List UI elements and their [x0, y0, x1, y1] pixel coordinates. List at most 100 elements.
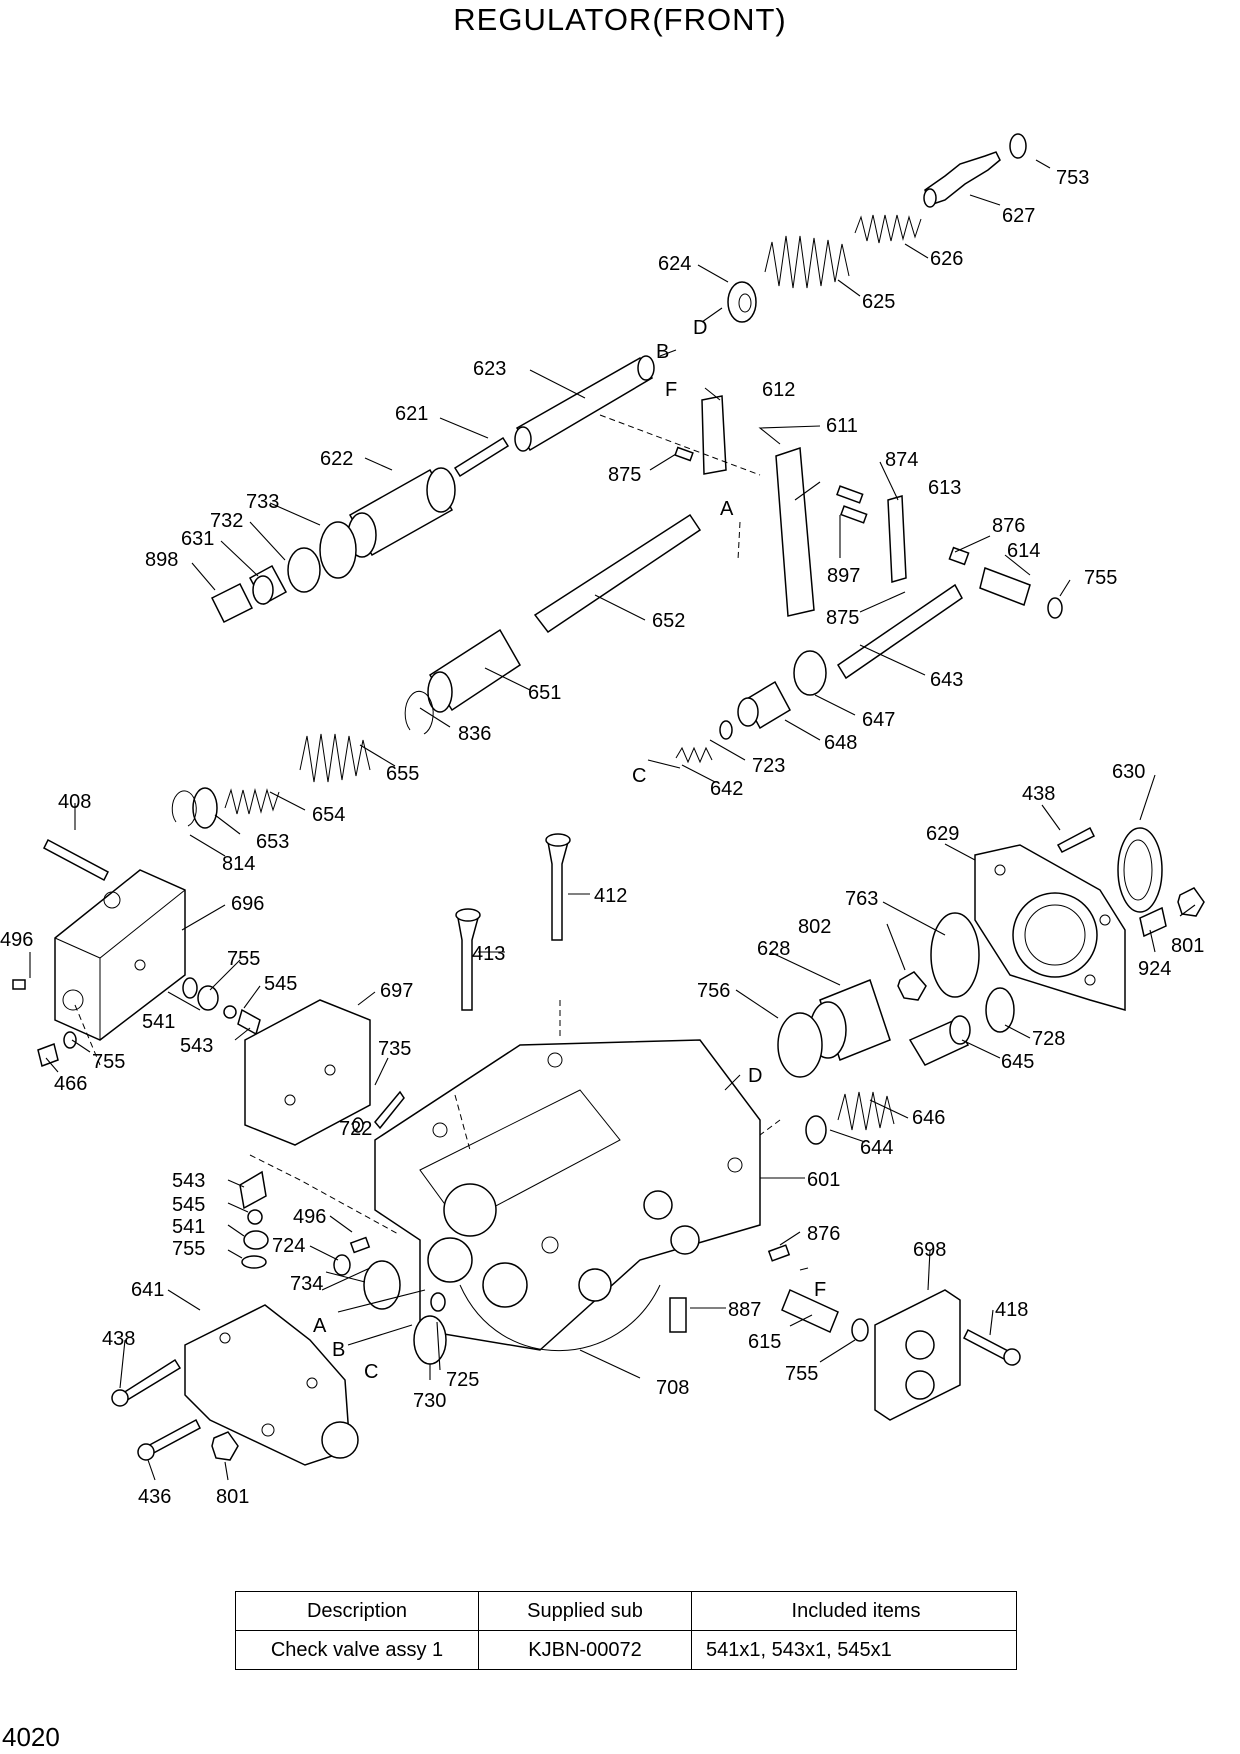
callout-label: 728 [1032, 1028, 1065, 1050]
callout-label: 615 [748, 1331, 781, 1353]
callout-label: 543 [180, 1035, 213, 1057]
table-cell-supplied-sub: KJBN-00072 [478, 1630, 692, 1670]
callout-label: 629 [926, 823, 959, 845]
callout-label: 802 [798, 916, 831, 938]
diagram-title: REGULATOR(FRONT) [453, 2, 787, 37]
callout-label: 648 [824, 732, 857, 754]
callout-label: 496 [0, 929, 33, 951]
callout-label: 801 [1171, 935, 1204, 957]
callout-label: 723 [752, 755, 785, 777]
callout-label: 755 [785, 1363, 818, 1385]
callout-label: 644 [860, 1137, 893, 1159]
callout-label: 611 [826, 415, 858, 437]
callout-label: 646 [912, 1107, 945, 1129]
callout-label: 898 [145, 549, 178, 571]
callout-label: 438 [102, 1328, 135, 1350]
part-drawings [12, 133, 1205, 1466]
callout-label: 897 [827, 565, 860, 587]
callout-label: 541 [142, 1011, 175, 1033]
callout-label: F [814, 1279, 826, 1301]
callout-label: 625 [862, 291, 895, 313]
callout-label: 413 [472, 943, 505, 965]
callout-label: 924 [1138, 958, 1171, 980]
callout-label: 875 [826, 607, 859, 629]
callout-label: 642 [710, 778, 743, 800]
callout-label: 543 [172, 1170, 205, 1192]
callout-label: 763 [845, 888, 878, 910]
callout-label: 734 [290, 1273, 323, 1295]
column-header: Included items [691, 1591, 1017, 1631]
callout-label: 708 [656, 1377, 689, 1399]
callout-label: D [748, 1065, 762, 1087]
table-cell-included-items: 541x1, 543x1, 545x1 [691, 1630, 1017, 1670]
callout-label: 541 [172, 1216, 205, 1238]
callout-label: 643 [930, 669, 963, 691]
callout-label: 655 [386, 763, 419, 785]
callout-label: 887 [728, 1299, 761, 1321]
callout-label: 756 [697, 980, 730, 1002]
callout-label: 545 [264, 973, 297, 995]
callout-label: 651 [528, 682, 561, 704]
callout-label: 631 [181, 528, 214, 550]
callout-label: 496 [293, 1206, 326, 1228]
callout-label: 725 [446, 1369, 479, 1391]
callout-label: 630 [1112, 761, 1145, 783]
callout-label: 836 [458, 723, 491, 745]
callout-label: 466 [54, 1073, 87, 1095]
table-header-row: Description Supplied sub Included items [235, 1591, 1017, 1631]
callout-label: 408 [58, 791, 91, 813]
callout-label: 623 [473, 358, 506, 380]
callout-label: C [632, 765, 646, 787]
callout-label: 755 [92, 1051, 125, 1073]
callout-label: F [665, 379, 677, 401]
callout-label: 696 [231, 893, 264, 915]
check-valve-supply-table: Description Supplied sub Included items … [235, 1591, 1017, 1670]
callout-label: 753 [1056, 167, 1089, 189]
callout-label: 724 [272, 1235, 305, 1257]
callout-label: 436 [138, 1486, 171, 1508]
callout-label: 622 [320, 448, 353, 470]
callout-label: 722 [339, 1118, 372, 1140]
column-header: Description [235, 1591, 479, 1631]
callout-label: 645 [1001, 1051, 1034, 1073]
callout-label: 735 [378, 1038, 411, 1060]
callout-label: 545 [172, 1194, 205, 1216]
callout-label: 697 [380, 980, 413, 1002]
callout-labels: 753 627 626 624 625 D 623 B F 612 621 61… [0, 167, 1204, 1508]
callout-label: A [720, 498, 734, 520]
callout-label: 653 [256, 831, 289, 853]
callout-label: 412 [594, 885, 627, 907]
callout-label: C [364, 1361, 378, 1383]
callout-label: 614 [1007, 540, 1040, 562]
callout-label: 755 [1084, 567, 1117, 589]
leader-lines [29, 159, 1196, 1481]
column-header: Supplied sub [478, 1591, 692, 1631]
callout-label: 730 [413, 1390, 446, 1412]
callout-label: 628 [757, 938, 790, 960]
page-number: 4020 [2, 1722, 60, 1752]
callout-label: 733 [246, 491, 279, 513]
callout-label: 814 [222, 853, 255, 875]
callout-label: 698 [913, 1239, 946, 1261]
callout-label: 876 [807, 1223, 840, 1245]
callout-label: 612 [762, 379, 795, 401]
callout-label: 418 [995, 1299, 1028, 1321]
callout-label: D [693, 317, 707, 339]
callout-label: 621 [395, 403, 428, 425]
callout-label: 876 [992, 515, 1025, 537]
callout-label: 755 [227, 948, 260, 970]
callout-label: 624 [658, 253, 691, 275]
callout-label: 613 [928, 477, 961, 499]
callout-label: 755 [172, 1238, 205, 1260]
callout-label: 654 [312, 804, 345, 826]
callout-label: 652 [652, 610, 685, 632]
callout-label: 438 [1022, 783, 1055, 805]
callout-label: 601 [807, 1169, 840, 1191]
callout-label: 641 [131, 1279, 164, 1301]
callout-label: B [332, 1339, 345, 1361]
callout-label: A [313, 1315, 327, 1337]
callout-label: B [656, 341, 669, 363]
callout-label: 626 [930, 248, 963, 270]
callout-label: 627 [1002, 205, 1035, 227]
